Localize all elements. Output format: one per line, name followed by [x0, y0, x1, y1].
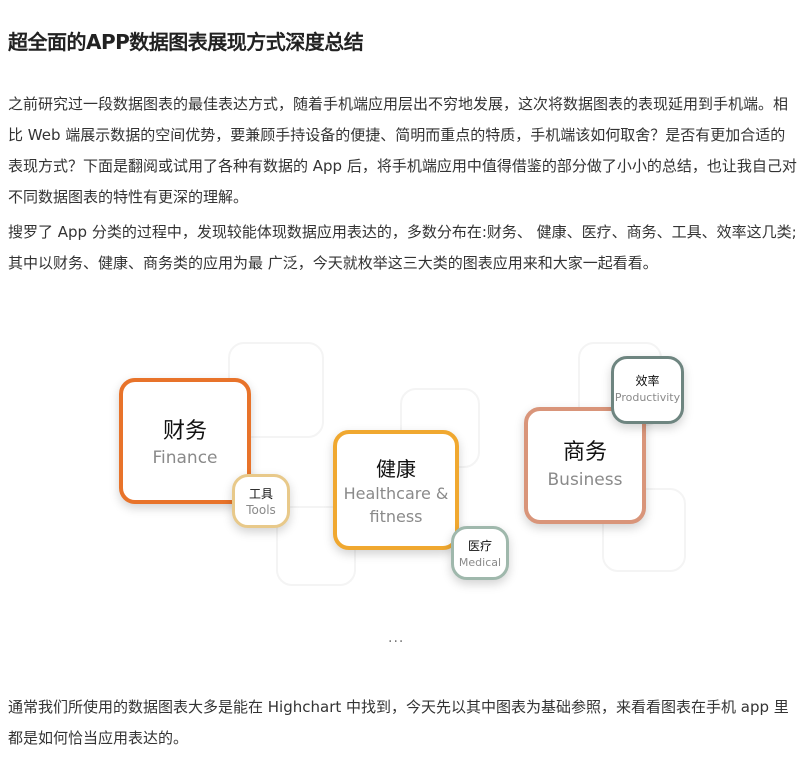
tools-card: 工具 Tools: [232, 474, 290, 528]
health-sublabel-line2: fitness: [369, 507, 423, 526]
ellipsis: ...: [388, 630, 405, 646]
closing-paragraph: 通常我们所使用的数据图表大多是能在 Highchart 中找到，今天先以其中图表…: [8, 698, 789, 747]
medical-card: 医疗 Medical: [451, 526, 509, 580]
business-sublabel: Business: [547, 470, 623, 490]
medical-sublabel: Medical: [458, 556, 502, 569]
health-label: 健康: [376, 457, 416, 481]
article-title: 超全面的APP数据图表展现方式深度总结: [8, 30, 364, 54]
productivity-sublabel: Productivity: [614, 391, 681, 404]
medical-label: 医疗: [467, 539, 492, 553]
productivity-label: 效率: [635, 374, 660, 388]
tools-sublabel: Tools: [246, 503, 276, 517]
category-figure: 财务 Finance 工具 Tools 健康 Healthcare & fitn…: [0, 330, 800, 660]
health-card: 健康 Healthcare & fitness: [333, 430, 459, 550]
intro-paragraph: 之前研究过一段数据图表的最佳表达方式，随着手机端应用层出不穷地发展，这次将数据图…: [8, 95, 797, 206]
business-card: 商务 Business: [524, 407, 646, 524]
finance-card: 财务 Finance: [119, 378, 251, 504]
business-label: 商务: [562, 440, 607, 465]
category-paragraph: 搜罗了 App 分类的过程中，发现较能体现数据应用表达的，多数分布在:财务、 健…: [8, 223, 797, 272]
health-sublabel-line1: Healthcare &: [343, 484, 449, 503]
finance-label: 财务: [162, 419, 207, 444]
productivity-card: 效率 Productivity: [611, 356, 684, 424]
tools-label: 工具: [248, 487, 273, 501]
finance-sublabel: Finance: [152, 448, 218, 468]
